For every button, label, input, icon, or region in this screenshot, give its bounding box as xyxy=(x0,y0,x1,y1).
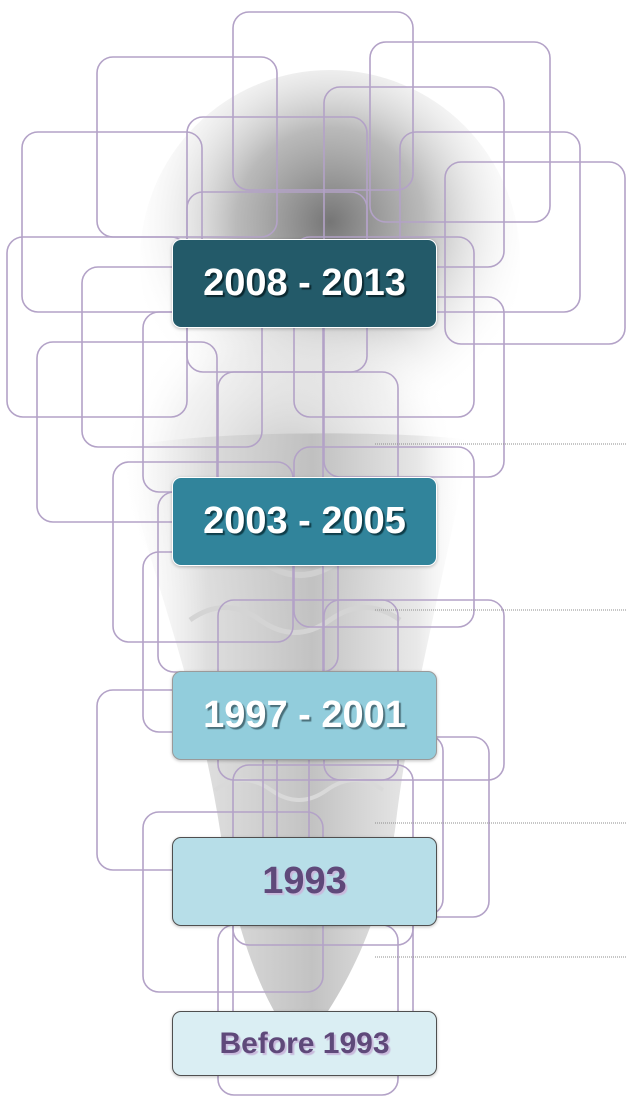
era-box-2008-2013: 2008 - 2013 xyxy=(172,239,437,328)
era-label: 1997 - 2001 xyxy=(203,694,406,736)
leader-lines xyxy=(375,443,627,958)
outline-rect xyxy=(36,341,218,523)
era-box-2003-2005: 2003 - 2005 xyxy=(172,477,437,566)
era-box-1993: 1993 xyxy=(172,837,437,926)
era-label: 2008 - 2013 xyxy=(203,262,406,304)
outline-rect xyxy=(21,131,203,313)
sculpture-swirl-2 xyxy=(188,605,402,635)
outline-rect xyxy=(232,11,414,191)
outline-rect xyxy=(399,131,581,313)
era-label: 1993 xyxy=(262,860,347,902)
era-box-1997-2001: 1997 - 2001 xyxy=(172,671,437,760)
era-box-before-1993: Before 1993 xyxy=(172,1011,437,1076)
era-label: Before 1993 xyxy=(219,1026,390,1060)
era-label: 2003 - 2005 xyxy=(203,500,406,542)
outline-rect xyxy=(444,161,626,345)
